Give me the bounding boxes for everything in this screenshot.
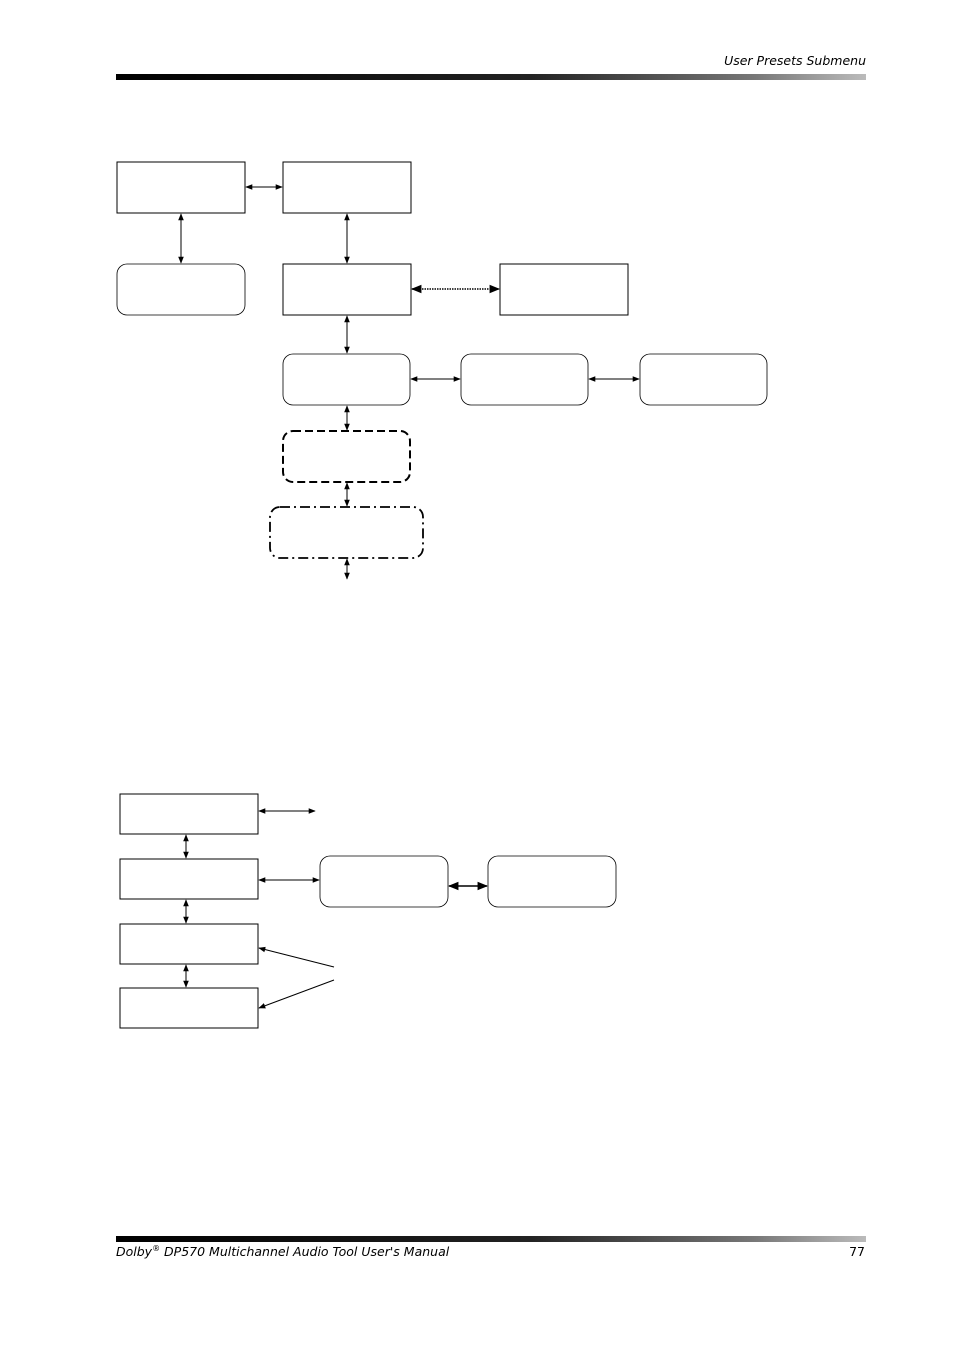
arrow-bottom-box3-diagonal: [258, 946, 335, 968]
bottom-rounded-box-1: [319, 855, 449, 908]
footer-brand: Dolby: [116, 1244, 153, 1260]
registered-mark: ®: [152, 1244, 161, 1253]
bottom-rounded-box-2: [487, 855, 617, 908]
top-menu-box-4: [499, 263, 629, 316]
top-menu-box-3: [282, 263, 412, 316]
header-section-title: User Presets Submenu: [724, 53, 866, 68]
footer-page-number: 77: [849, 1244, 865, 1259]
header-rule: [116, 74, 866, 80]
top-menu-box-1: [116, 161, 246, 214]
bottom-menu-box-1: [119, 793, 259, 835]
footer-title-text: DP570 Multichannel Audio Tool User's Man…: [160, 1244, 450, 1260]
bottom-menu-box-2: [119, 858, 259, 900]
top-dashdot-box: [269, 506, 424, 559]
top-menu-box-2: [282, 161, 412, 214]
footer-rule: [116, 1236, 866, 1242]
top-rounded-box-row3-2: [460, 353, 589, 406]
top-dashed-box: [282, 430, 411, 483]
bottom-menu-box-4: [119, 987, 259, 1029]
top-rounded-box-row3-1: [282, 353, 411, 406]
footer-manual-title: Dolby® DP570 Multichannel Audio Tool Use…: [116, 1244, 449, 1259]
top-rounded-box-left: [116, 263, 246, 316]
bottom-menu-box-3: [119, 923, 259, 965]
top-rounded-box-row3-3: [639, 353, 768, 406]
arrow-bottom-box4-diagonal: [258, 979, 335, 1009]
